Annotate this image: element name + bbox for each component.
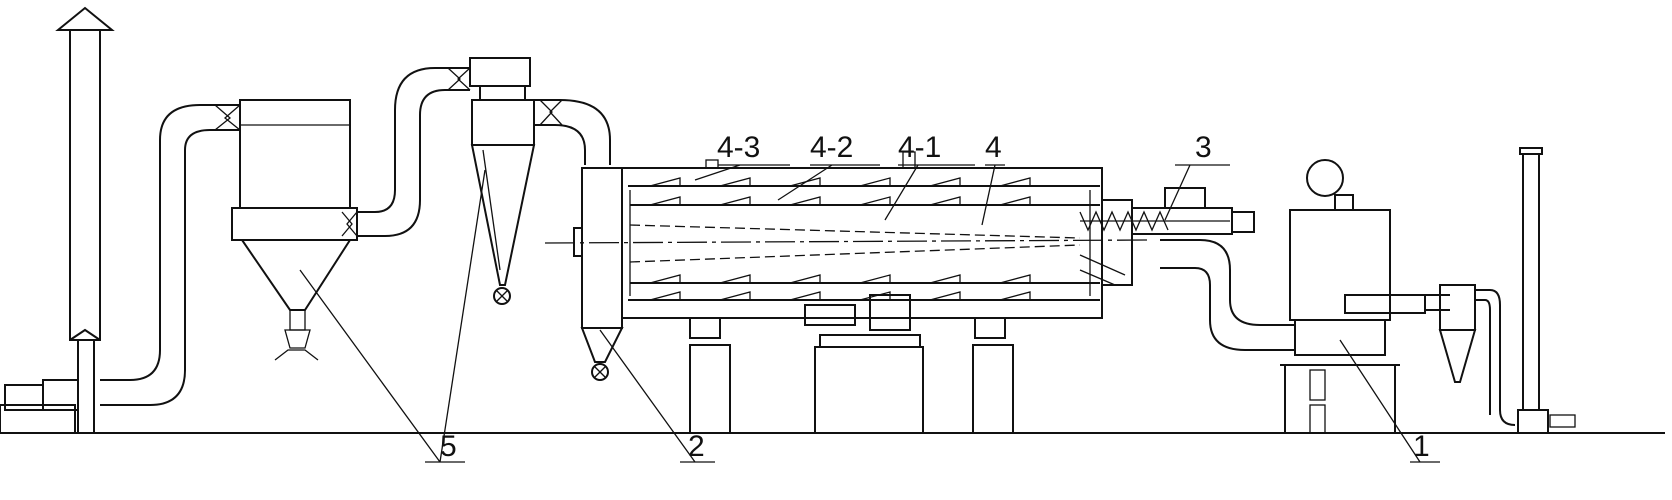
- rotary-drum: [544, 151, 1151, 319]
- drum-supports: [689, 294, 1014, 434]
- right-chimney: [1517, 147, 1576, 434]
- leader-lines: [299, 164, 1440, 463]
- label-3: 3: [1195, 131, 1212, 164]
- left-chimney: [55, 6, 115, 434]
- label-2: 2: [688, 430, 705, 463]
- duct-2: [357, 67, 470, 213]
- hot-air-furnace: [1280, 159, 1426, 434]
- hot-air-duct: [1160, 239, 1295, 326]
- label-4-1: 4-1: [898, 131, 942, 164]
- label-4-3: 4-3: [717, 131, 761, 164]
- cyclone-1: [470, 85, 536, 305]
- duct-1: [100, 104, 240, 381]
- cyclone-2: [1425, 284, 1516, 426]
- left-fan-motor: [0, 379, 79, 434]
- dryer-head: [573, 167, 624, 381]
- label-1: 1: [1413, 430, 1430, 463]
- label-5: 5: [440, 430, 457, 463]
- label-4: 4: [985, 131, 1002, 164]
- label-4-2: 4-2: [810, 131, 854, 164]
- duct-3: [534, 99, 611, 165]
- bag-filter: [231, 99, 358, 361]
- screw-feeder: [1079, 187, 1255, 235]
